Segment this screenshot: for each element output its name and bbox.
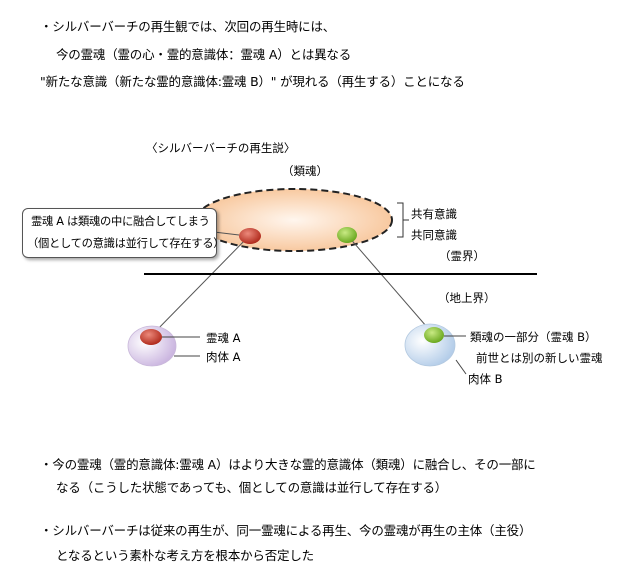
callout-pointer: [213, 231, 240, 236]
diagram-title: 〈シルバーバーチの再生説〉: [146, 141, 296, 155]
top-bullet-1: ・シルバーバーチの再生観では、次回の再生時には、: [40, 19, 336, 34]
callout-line-1: 霊魂 A は類魂の中に融合してしまう: [31, 215, 210, 228]
soul-a-label: 霊魂 A: [206, 331, 241, 345]
earth-plane-label: （地上界）: [438, 291, 496, 305]
group-soul-label: （類魂）: [282, 164, 328, 178]
body-b-label: 肉体 B: [468, 372, 503, 386]
soul-a-link-line: [150, 235, 250, 337]
soul-a-in-group-marker: [239, 228, 261, 244]
shared-consciousness-label: 共有意識: [411, 207, 457, 221]
soul-b-label: 類魂の一部分（霊魂 B）: [470, 330, 597, 344]
bottom-bullet-2-cont: となるという素朴な考え方を根本から否定した: [56, 548, 314, 563]
bottom-bullet-1: ・今の霊魂（霊的意識体:霊魂 A）はより大きな霊的意識体（類魂）に融合し、その一…: [40, 457, 536, 472]
callout-box: 霊魂 A は類魂の中に融合してしまう （個としての意識は並行して存在する）: [22, 208, 225, 258]
group-soul-ellipse: [195, 188, 393, 252]
spirit-world-label: （霊界）: [439, 249, 485, 263]
soul-b-in-group-marker: [337, 227, 357, 243]
soul-b-link-line: [347, 235, 434, 335]
joint-consciousness-label: 共同意識: [411, 228, 457, 242]
body-b-leader: [455, 359, 467, 375]
soul-b-note: 前世とは別の新しい霊魂: [476, 351, 603, 365]
callout-line-2: （個としての意識は並行して存在する）: [27, 237, 225, 250]
top-bullet-3: "新たな意識（新たな霊的意識体:霊魂 B）" が現れる（再生する）ことになる: [40, 74, 465, 89]
body-a-sphere: [127, 325, 177, 367]
body-a-label: 肉体 A: [206, 350, 241, 364]
soul-b-marker: [424, 327, 444, 343]
top-bullet-2: 今の霊魂（霊の心・霊的意識体：霊魂 A）とは異なる: [56, 47, 352, 62]
bottom-bullet-1-cont: なる（こうした状態であっても、個としての意識は並行して存在する）: [56, 480, 448, 495]
consciousness-brace: [397, 202, 409, 238]
soul-a-marker: [140, 329, 162, 345]
bottom-bullet-2: ・シルバーバーチは従来の再生が、同一霊魂による再生、今の霊魂が再生の主体（主役）: [40, 523, 532, 538]
